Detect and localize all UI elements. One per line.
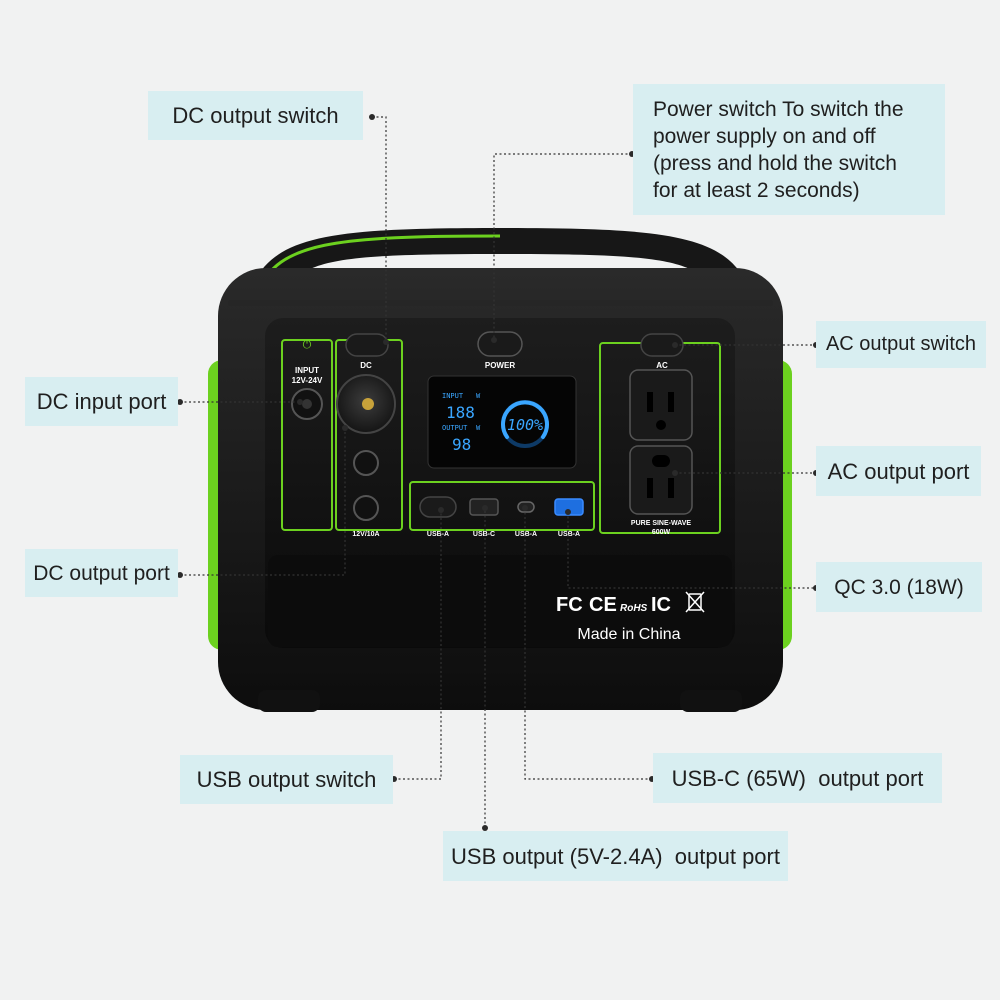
input-voltage-label: 12V-24V xyxy=(292,376,323,385)
ac-outlet-1[interactable] xyxy=(629,369,693,441)
dot-ac-switch-target xyxy=(672,342,678,348)
dot-usb-a-end xyxy=(482,825,488,831)
dot-usb-a-target xyxy=(482,505,488,511)
ac-label: AC xyxy=(656,361,668,370)
leader-dc-output xyxy=(180,428,346,576)
leader-power xyxy=(493,153,632,340)
callout-usb-a-port: USB output (5V-2.4A) output port xyxy=(443,831,788,881)
callout-power-switch: Power switch To switch the power supply … xyxy=(633,84,945,215)
ac-outlet-1-ground xyxy=(656,420,666,430)
dc-label: DC xyxy=(360,361,372,370)
usb-label-4: USB-A xyxy=(558,531,580,538)
usb-label-3: USB-A xyxy=(515,531,537,538)
input-section-frame xyxy=(281,339,333,531)
dot-usb-switch-target xyxy=(438,507,444,513)
rohs-logo: RoHS xyxy=(620,603,648,614)
power-indicator-icon: ⏻ xyxy=(303,339,312,351)
callout-ac-output-port: AC output port xyxy=(816,446,981,496)
battery-ring-arc xyxy=(501,400,549,439)
cigarette-lighter-pin xyxy=(362,398,374,410)
ac-output-switch[interactable] xyxy=(640,333,684,357)
callout-dc-input-port: DC input port xyxy=(25,377,178,426)
right-foot xyxy=(680,690,742,712)
dc-output-port-1[interactable] xyxy=(353,450,379,476)
dot-dc-switch-end xyxy=(369,114,375,120)
usb-a-qc-port[interactable] xyxy=(554,498,584,516)
ac-outlet-1-slot-left xyxy=(647,392,653,412)
ac-outlet-2-ground xyxy=(652,455,670,467)
battery-percent: 100% xyxy=(507,416,543,434)
carry-handle xyxy=(250,228,750,292)
lcd-output-value: 98 xyxy=(452,435,471,454)
ce-logo: CE xyxy=(589,594,617,616)
leader-dc-switch xyxy=(372,116,387,342)
leader-usb-switch xyxy=(394,510,442,780)
usb-label-2: USB-C xyxy=(473,531,495,538)
leader-lines xyxy=(180,116,816,828)
left-foot xyxy=(258,690,320,712)
ac-outlet-2-slot-right xyxy=(668,478,674,498)
ac-outlet-1-slot-right xyxy=(668,392,674,412)
lower-panel xyxy=(268,555,732,647)
dot-dc-input-end xyxy=(177,399,183,405)
dc-input-pin xyxy=(302,399,312,409)
ac-outlet-2[interactable] xyxy=(629,445,693,515)
dc-output-switch[interactable] xyxy=(345,333,389,357)
inverter-power-label: 600W xyxy=(652,529,671,536)
callout-usb-c-port: USB-C (65W) output port xyxy=(653,753,942,803)
power-label: POWER xyxy=(485,361,515,370)
dot-dc-input-target xyxy=(297,399,303,405)
dc-output-port-2[interactable] xyxy=(353,495,379,521)
usb-label-1: USB-A xyxy=(427,531,449,538)
ac-outlet-2-slot-left xyxy=(647,478,653,498)
dot-dc-switch-target xyxy=(383,339,389,345)
ic-logo: IC xyxy=(651,594,671,616)
dot-dc-output-end xyxy=(177,572,183,578)
callout-ac-output-switch: AC output switch xyxy=(816,321,986,368)
leader-usb-c xyxy=(524,508,652,780)
inverter-label: PURE SINE-WAVE xyxy=(631,520,691,527)
input-label: INPUT xyxy=(295,366,319,375)
device-lid-edge xyxy=(228,300,773,306)
lcd-output-label: OUTPUT xyxy=(442,424,468,432)
lcd-output-unit: W xyxy=(476,424,481,432)
dot-power-target xyxy=(491,337,497,343)
dot-dc-output-target xyxy=(342,425,348,431)
power-button[interactable] xyxy=(477,331,523,357)
dc-rating-label: 12V/10A xyxy=(352,531,379,538)
usb-section-frame xyxy=(409,481,595,531)
fcc-logo: FC xyxy=(556,594,583,616)
callout-qc-port: QC 3.0 (18W) xyxy=(816,562,982,612)
callout-usb-output-switch: USB output switch xyxy=(180,755,393,804)
lcd-input-unit: W xyxy=(476,392,481,400)
dot-qc-target xyxy=(565,509,571,515)
lcd-input-label: INPUT xyxy=(442,392,464,400)
dot-usb-c-target xyxy=(522,505,528,511)
callout-dc-output-port: DC output port xyxy=(25,549,178,597)
made-in-label: Made in China xyxy=(577,626,680,643)
dot-ac-output-target xyxy=(672,470,678,476)
callout-dc-output-switch: DC output switch xyxy=(148,91,363,140)
lcd-input-value: 188 xyxy=(446,403,475,422)
usb-output-switch[interactable] xyxy=(419,496,457,518)
weee-bin-icon xyxy=(685,591,705,613)
